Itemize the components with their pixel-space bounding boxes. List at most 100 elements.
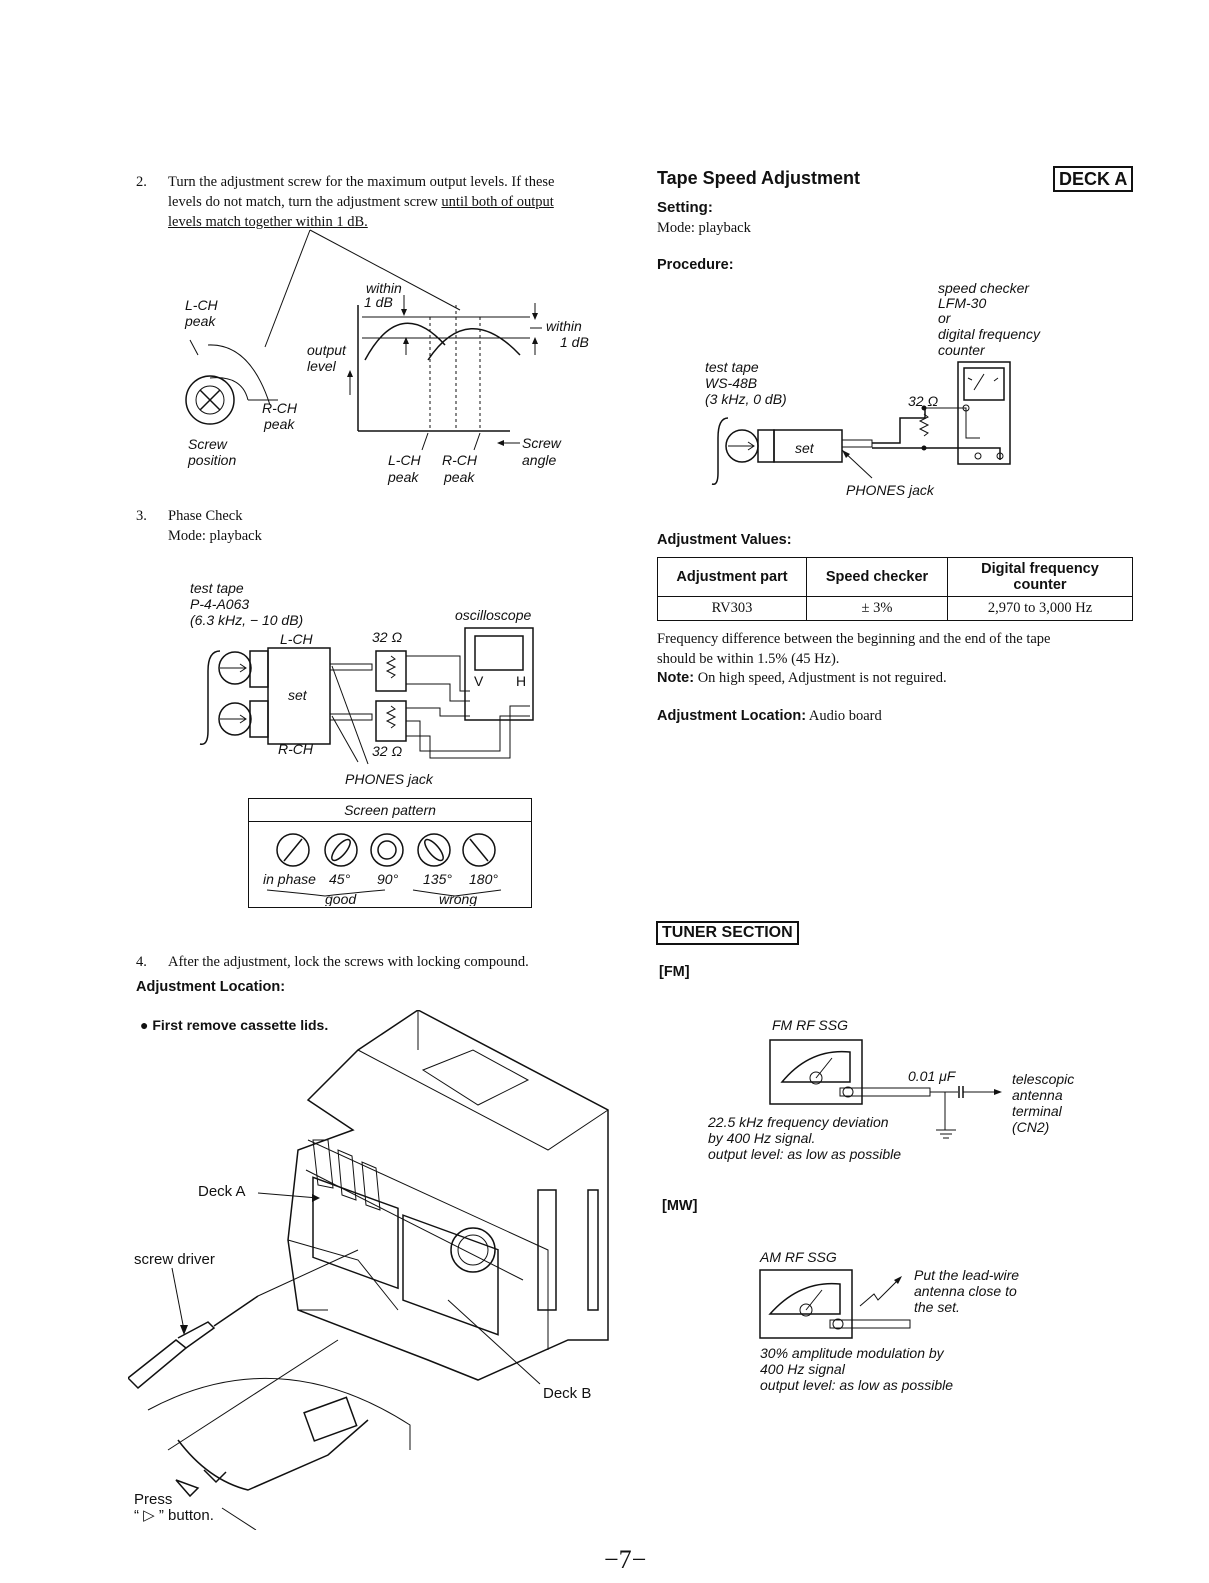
scope-screen [474,635,524,671]
pattern-label-180: 180° [469,871,498,887]
wrong-label: wrong [439,891,477,906]
first-remove-bullet: ● First remove cassette lids. [140,1017,328,1033]
tuner-section-badge: TUNER SECTION [656,921,799,945]
step-2-text: Turn the adjustment screw for the maximu… [168,172,614,232]
speed-ohm-label: 32 Ω [908,393,938,409]
note-line: Note: On high speed, Adjustment is not r… [657,668,947,688]
screen-pattern-box: Screen pattern in phase 45° 90° 135° 180… [248,798,532,908]
adj-location-line: Adjustment Location: Audio board [657,706,882,726]
setting-mode: Mode: playback [657,220,751,236]
phase-phones-jack-label: PHONES jack [345,771,434,787]
adjustment-values-heading: Adjustment Values: [657,532,792,548]
procedure-heading: Procedure: [657,257,734,273]
table-header-digital-counter: Digital frequency counter [947,557,1133,597]
first-remove-text: First remove cassette lids. [152,1017,329,1033]
top-lid [421,1049,530,1106]
head-rch-icon [218,702,252,736]
lead-wire-antenna-icon [859,1277,901,1307]
135-pattern-icon [417,833,451,867]
note-label: Note: [657,670,695,686]
speed-checker-box [957,361,1011,465]
deck-a-label: Deck A [198,1183,246,1200]
scope-v-label: V [474,673,484,689]
step-3-number: 3. [136,508,147,524]
setting-heading: Setting: [657,199,713,216]
table-row: RV303 ± 3% 2,970 to 3,000 Hz [657,596,1133,621]
lch-label: L-CH [280,631,314,647]
fm-cap-label: 0.01 μF [908,1068,957,1084]
table-header-adjustment-part: Adjustment part [657,557,807,597]
step-4-number: 4. [136,954,147,970]
speed-set-label: set [795,440,815,456]
90-pattern-icon [370,833,404,867]
set-box [267,647,331,745]
pattern-label-135: 135° [423,871,452,887]
mw-label: [MW] [662,1198,698,1214]
scope-h-label: H [516,673,526,689]
step-2-line-3: levels match together within 1 dB. [168,214,368,230]
speaker-grille-left [537,1189,557,1311]
adjustment-location-heading: Adjustment Location: [136,979,286,995]
screw-driver-icon [128,1339,188,1390]
am-ssg-label: AM RF SSG [759,1249,837,1265]
adj-location-label: Adjustment Location: [657,708,807,724]
frequency-note-line-1: Frequency difference between the beginni… [657,631,1051,647]
rch-label: R-CH [278,741,314,757]
table-header-speed-checker: Speed checker [806,557,948,597]
pattern-label-90: 90° [377,871,399,887]
press-button-label: “ ▷ ” button. [134,1507,214,1524]
deck-b-label: Deck B [543,1385,591,1402]
step-2-line-2: levels do not match, turn the adjustment… [168,192,614,212]
pattern-label-in-phase: in phase [263,871,316,887]
step-2-line-1: Turn the adjustment screw for the maximu… [168,174,555,190]
frequency-note-line-2: should be within 1.5% (45 Hz). [657,651,840,667]
table-cell-speed: ± 3% [806,596,948,621]
pattern-label-45: 45° [329,871,351,887]
speed-phones-jack-label: PHONES jack [846,482,935,498]
table-cell-part: RV303 [657,596,807,621]
step-2-line-2a: levels do not match, turn the adjustment… [168,194,442,210]
page-number: −7− [604,1545,647,1574]
screw-driver-label: screw driver [134,1251,215,1268]
step-3-title: Phase Check [168,508,243,524]
set-label: set [288,687,308,703]
deck-a-badge: DECK A [1053,166,1134,192]
fm-ssg-box [769,1039,863,1105]
am-ssg-box [759,1269,853,1339]
step-3-mode: Mode: playback [168,528,262,544]
press-label: Press [134,1491,172,1508]
good-label: good [325,891,357,906]
bullet-dot-icon: ● [140,1017,153,1033]
screen-pattern-figures: in phase 45° 90° 135° 180° good wrong [263,833,502,907]
table-header-row: Adjustment part Speed checker Digital fr… [657,557,1133,597]
screen-pattern-title: Screen pattern [249,799,531,822]
step-4-text: After the adjustment, lock the screws wi… [168,954,529,970]
volume-knob-icon [450,1227,496,1273]
oscilloscope-label: oscilloscope [455,607,531,623]
speed-checker-meter [963,367,1005,401]
adjustment-values-table: Adjustment part Speed checker Digital fr… [657,557,1133,621]
in-phase-pattern-icon [276,833,310,867]
45-pattern-icon [324,833,358,867]
oscilloscope-box [464,627,534,721]
note-text: On high speed, Adjustment is not reguire… [694,670,947,686]
